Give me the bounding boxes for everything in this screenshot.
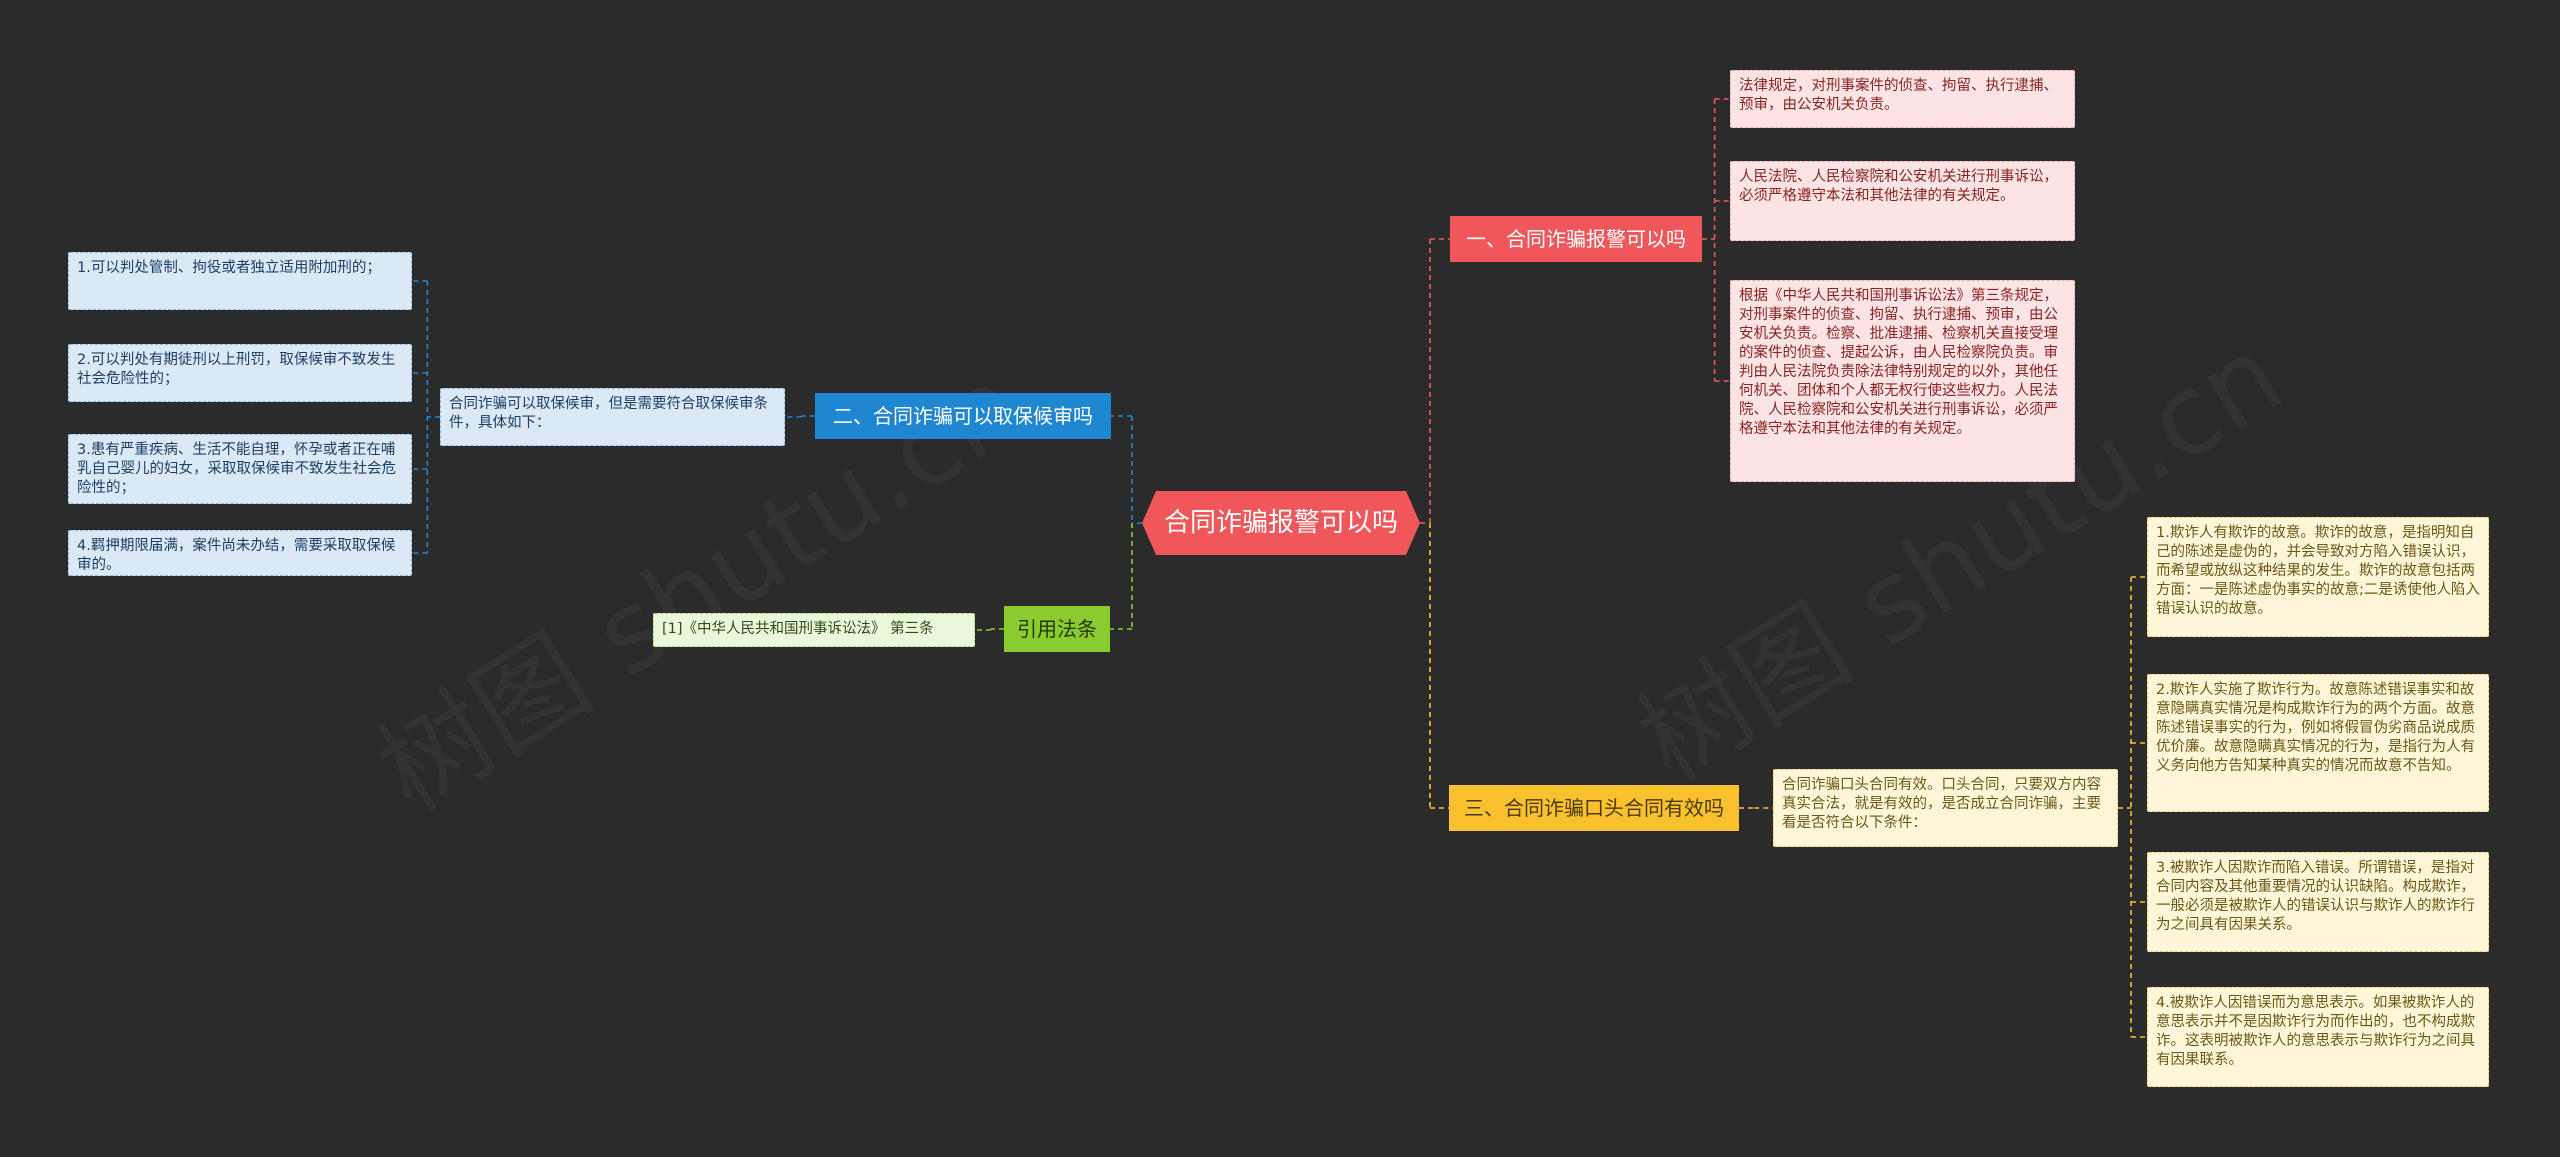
cited-law-item-text: [1]《中华人民共和国刑事诉讼法》 第三条 (662, 621, 934, 637)
bail-condition-4[interactable]: 4.羁押期限届满，案件尚未办结，需要采取取保候审的。 (68, 530, 412, 576)
bail-condition-2-text: 2.可以判处有期徒刑以上刑罚，取保候审不致发生社会危险性的； (77, 352, 396, 387)
oral-contract-summary-text: 合同诈骗口头合同有效。口头合同，只要双方内容真实合法，就是有效的，是否成立合同诈… (1782, 777, 2101, 831)
oral-contract-summary[interactable]: 合同诈骗口头合同有效。口头合同，只要双方内容真实合法，就是有效的，是否成立合同诈… (1773, 769, 2118, 847)
bail-condition-4-text: 4.羁押期限届满，案件尚未办结，需要采取取保候审的。 (77, 538, 396, 573)
bail-condition-1[interactable]: 1.可以判处管制、拘役或者独立适用附加刑的； (68, 252, 412, 310)
fraud-element-1[interactable]: 1.欺诈人有欺诈的故意。欺诈的故意，是指明知自己的陈述是虚伪的，并会导致对方陷入… (2147, 517, 2489, 637)
branch-oral-contract[interactable]: 三、合同诈骗口头合同有效吗 (1449, 785, 1739, 831)
leaf-report-3[interactable]: 根据《中华人民共和国刑事诉讼法》第三条规定，对刑事案件的侦查、拘留、执行逮捕、预… (1730, 280, 2075, 482)
bail-condition-3-text: 3.患有严重疾病、生活不能自理，怀孕或者正在哺乳自己婴儿的妇女，采取取保候审不致… (77, 442, 396, 496)
leaf-report-1[interactable]: 法律规定，对刑事案件的侦查、拘留、执行逮捕、预审，由公安机关负责。 (1730, 70, 2075, 128)
bail-condition-2[interactable]: 2.可以判处有期徒刑以上刑罚，取保候审不致发生社会危险性的； (68, 344, 412, 402)
fraud-element-4-text: 4.被欺诈人因错误而为意思表示。如果被欺诈人的意思表示并不是因欺诈行为而作出的，… (2156, 995, 2475, 1068)
branch-oral-contract-label: 三、合同诈骗口头合同有效吗 (1464, 796, 1724, 820)
branch-bail-label: 二、合同诈骗可以取保候审吗 (833, 404, 1093, 428)
root-topic[interactable]: 合同诈骗报警可以吗 (1142, 491, 1420, 555)
bail-summary-text: 合同诈骗可以取保候审，但是需要符合取保候审条件，具体如下： (449, 396, 768, 431)
leaf-report-1-text: 法律规定，对刑事案件的侦查、拘留、执行逮捕、预审，由公安机关负责。 (1739, 78, 2058, 113)
leaf-report-3-text: 根据《中华人民共和国刑事诉讼法》第三条规定，对刑事案件的侦查、拘留、执行逮捕、预… (1739, 288, 2058, 437)
root-topic-label: 合同诈骗报警可以吗 (1163, 508, 1398, 538)
branch-bail[interactable]: 二、合同诈骗可以取保候审吗 (815, 393, 1111, 439)
branch-cited-law[interactable]: 引用法条 (1004, 606, 1110, 652)
fraud-element-3[interactable]: 3.被欺诈人因欺诈而陷入错误。所谓错误，是指对合同内容及其他重要情况的认识缺陷。… (2147, 852, 2489, 952)
bail-condition-1-text: 1.可以判处管制、拘役或者独立适用附加刑的； (77, 260, 381, 276)
leaf-report-2-text: 人民法院、人民检察院和公安机关进行刑事诉讼，必须严格遵守本法和其他法律的有关规定… (1739, 169, 2058, 204)
fraud-element-2-text: 2.欺诈人实施了欺诈行为。故意陈述错误事实和故意隐瞒真实情况是构成欺诈行为的两个… (2156, 682, 2475, 774)
fraud-element-4[interactable]: 4.被欺诈人因错误而为意思表示。如果被欺诈人的意思表示并不是因欺诈行为而作出的，… (2147, 987, 2489, 1087)
cited-law-item[interactable]: [1]《中华人民共和国刑事诉讼法》 第三条 (653, 613, 975, 647)
branch-report-police[interactable]: 一、合同诈骗报警可以吗 (1450, 216, 1702, 262)
leaf-report-2[interactable]: 人民法院、人民检察院和公安机关进行刑事诉讼，必须严格遵守本法和其他法律的有关规定… (1730, 161, 2075, 241)
branch-report-police-label: 一、合同诈骗报警可以吗 (1466, 227, 1686, 251)
bail-condition-3[interactable]: 3.患有严重疾病、生活不能自理，怀孕或者正在哺乳自己婴儿的妇女，采取取保候审不致… (68, 434, 412, 504)
branch-cited-law-label: 引用法条 (1017, 617, 1097, 641)
bail-summary[interactable]: 合同诈骗可以取保候审，但是需要符合取保候审条件，具体如下： (440, 388, 785, 446)
fraud-element-3-text: 3.被欺诈人因欺诈而陷入错误。所谓错误，是指对合同内容及其他重要情况的认识缺陷。… (2156, 860, 2475, 933)
fraud-element-2[interactable]: 2.欺诈人实施了欺诈行为。故意陈述错误事实和故意隐瞒真实情况是构成欺诈行为的两个… (2147, 674, 2489, 812)
fraud-element-1-text: 1.欺诈人有欺诈的故意。欺诈的故意，是指明知自己的陈述是虚伪的，并会导致对方陷入… (2156, 525, 2480, 617)
